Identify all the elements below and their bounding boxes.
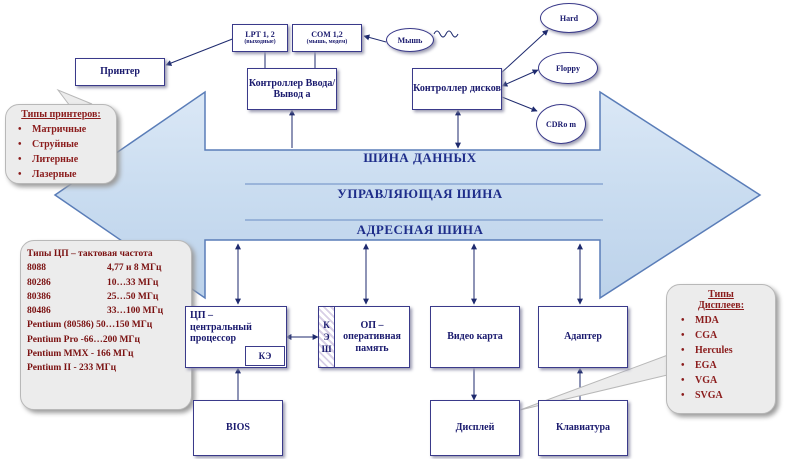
display-types-title: Типы Дисплеев:	[697, 289, 745, 311]
adapter: Адаптер	[538, 306, 628, 368]
printer: Принтер	[75, 58, 165, 86]
printer-types-list: Матричные Струйные Литерные Лазерные	[10, 122, 112, 182]
mouse-node: Мышь	[386, 28, 434, 52]
keyboard: Клавиатура	[538, 400, 628, 456]
video-card: Видео карта	[430, 306, 520, 368]
list-item: MDA	[681, 313, 771, 328]
cpu-row: Pentium II - 233 МГц	[27, 363, 117, 374]
cpu-row: Pentium (80586) 50…150 МГц	[27, 320, 153, 331]
address-bus-label: АДРЕСНАЯ ШИНА	[356, 222, 484, 237]
list-item: Струйные	[18, 137, 112, 152]
ram-label: ОП – оперативная память	[343, 319, 401, 354]
mouse-cable	[433, 30, 459, 38]
bus-arrow	[53, 90, 762, 300]
cpu-row: Pentium Pro -66…200 МГц	[27, 334, 140, 345]
list-item: CGA	[681, 328, 771, 343]
hard-disk: Hard	[540, 3, 598, 33]
lpt-port-sub: (выходные)	[244, 39, 276, 46]
bios: BIOS	[193, 400, 283, 456]
com-port-label: COM 1,2	[311, 29, 343, 39]
cdrom-drive: CDRo m	[536, 104, 586, 144]
ram-cache: К Э Ш	[319, 307, 335, 367]
list-item: VGA	[681, 373, 771, 388]
cpu-cache: КЭ	[245, 346, 285, 366]
list-item: Литерные	[18, 152, 112, 167]
lpt-port: LPT 1, 2 (выходные)	[232, 24, 288, 52]
display: Дисплей	[430, 400, 520, 456]
com-port-sub: (мышь, модем)	[306, 39, 348, 46]
com-port: COM 1,2 (мышь, модем)	[292, 24, 362, 52]
cpu-row: Pentium MMX - 166 МГц	[27, 349, 134, 360]
disk-controller: Контроллер дисков	[412, 68, 502, 110]
printer-types-title: Типы принтеров:	[21, 109, 101, 120]
display-types-list: MDA CGA Hercules EGA VGA SVGA	[671, 313, 771, 403]
display-types-callout: Типы Дисплеев: MDA CGA Hercules EGA VGA …	[666, 284, 776, 414]
lpt-port-label: LPT 1, 2	[245, 29, 275, 39]
cpu-label: ЦП – центральный процессор	[190, 310, 252, 344]
floppy-disk: Floppy	[538, 52, 598, 84]
list-item: Матричные	[18, 122, 112, 137]
list-item: Лазерные	[18, 167, 112, 182]
control-bus-label: УПРАВЛЯЮЩАЯ ШИНА	[337, 186, 503, 201]
cpu-types-title: Типы ЦП – тактовая частота	[27, 249, 153, 259]
io-controller: Контроллер Ввода/Вывод а	[247, 68, 337, 110]
data-bus-label: ШИНА ДАННЫХ	[363, 150, 477, 165]
list-item: EGA	[681, 358, 771, 373]
ram: К Э Ш ОП – оперативная память	[318, 306, 410, 368]
list-item: SVGA	[681, 388, 771, 403]
list-item: Hercules	[681, 343, 771, 358]
printer-types-callout: Типы принтеров: Матричные Струйные Литер…	[5, 104, 117, 184]
